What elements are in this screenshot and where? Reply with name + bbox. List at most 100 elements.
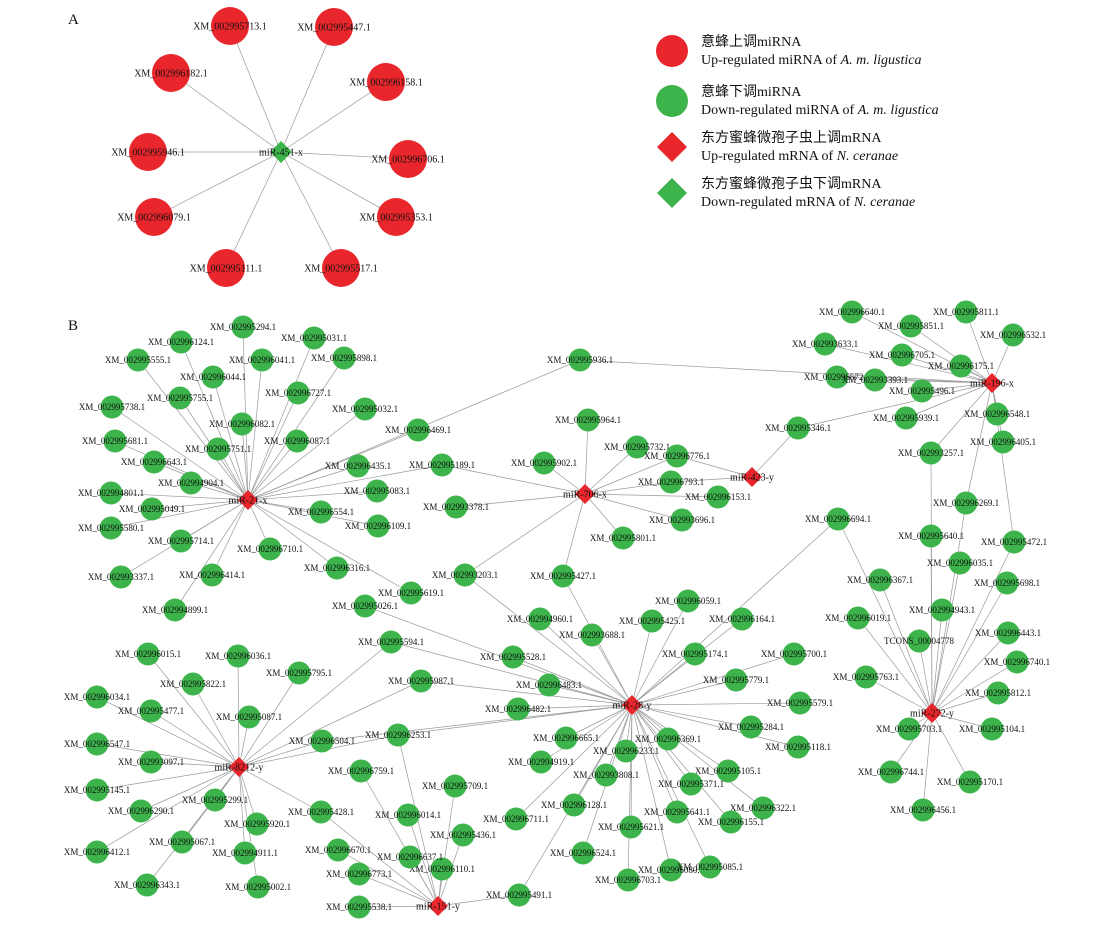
edge-mir-28-y-xm-002995700-1 [631,653,795,706]
gene-node-xm-002996414-1: XM_002996414.1 [179,563,245,587]
node-label: XM_002995118.1 [765,742,831,752]
edge-mir-21-x-xm-002996044-1 [212,376,249,501]
gene-node-xm-002993097-1: XM_002993097.1 [118,750,184,774]
gene-node-xm-002996019-1: XM_002996019.1 [825,606,891,630]
node-circle [126,348,150,372]
gene-node-xm-002995067-1: XM_002995067.1 [149,830,215,854]
node-circle [399,581,423,605]
node-circle [899,314,923,338]
node-circle [366,514,390,538]
node-circle [233,841,257,865]
node-circle [911,798,935,822]
gene-node-xm-002996034-1: XM_002996034.1 [64,685,130,709]
edge-mir-451-x-xm-002995517-1 [280,151,342,269]
node-circle [326,838,350,862]
mirna-node-mir-151-y: miR-151-y [416,896,460,916]
node-label: XM_002995284.1 [718,722,784,732]
node-circle [788,691,812,715]
gene-node-xm-002995755-1: XM_002995755.1 [147,386,213,410]
node-circle [616,868,640,892]
gene-node-xm-002996155-1: XM_002996155.1 [698,810,764,834]
gene-node-xm-002995428-1: XM_002995428.1 [288,800,354,824]
gene-node-xm-002996482-1: XM_002996482.1 [485,697,551,721]
legend-label-en: Down-regulated miRNA of A. m. ligustica [701,103,939,118]
edge-mir-272-y-xm-002994943-1 [931,609,943,714]
node-label: XM_002995987.1 [388,676,454,686]
node-label: XM_002996572.1 [804,372,870,382]
edge-mir-21-x-xm-002996435-1 [247,465,359,501]
node-label: XM_002993808.1 [573,770,639,780]
node-circle [879,760,903,784]
node-circle [840,300,864,324]
node-circle [958,770,982,794]
gene-node-xm-002996524-1: XM_002996524.1 [550,841,616,865]
node-circle [986,681,1010,705]
edge-mir-21-x-xm-002996041-1 [247,359,263,501]
node-label: XM_002995447.1 [297,23,371,34]
node-circle [181,672,205,696]
node-circle [315,8,353,46]
edge-mir-28-y-xm-002995987-1 [420,680,633,706]
gene-node-xm-002996776-1: XM_002996776.1 [644,444,710,468]
node-label: XM_002995031.1 [281,333,347,343]
node-circle [919,441,943,465]
gene-node-xm-002996532-1: XM_002996532.1 [980,323,1046,347]
edge-mir-272-y-xm-002996456-1 [922,712,933,811]
node-label: XM_002996035.1 [927,558,993,568]
gene-node-xm-002995031-1: XM_002995031.1 [281,326,347,350]
node-circle [451,823,475,847]
gene-node-xm-002995083-1: XM_002995083.1 [344,479,410,503]
legend-red-diamond-icon [657,132,687,162]
node-label: XM_002996703.1 [595,875,661,885]
node-circle [287,661,311,685]
node-circle [619,815,643,839]
node-circle [135,198,173,236]
gene-node-xm-002995779-1: XM_002995779.1 [703,668,769,692]
edge-mir-28-y-xm-002996322-1 [631,704,764,809]
node-circle [894,406,918,430]
node-circle [168,386,192,410]
edge-mir-706-x-xm-002995427-1 [562,493,586,577]
node-label: XM_002995946.1 [111,148,185,159]
gene-node-xm-002996637-1: XM_002996637.1 [377,845,443,869]
node-label: XM_002993337.1 [88,572,154,582]
node-circle [611,526,635,550]
gene-node-xm-002996316-1: XM_002996316.1 [304,556,370,580]
node-circle [389,140,427,178]
node-circle [211,7,249,45]
node-circle [207,249,245,287]
node-label: XM_002993097.1 [118,757,184,767]
node-label: XM_002995111.1 [190,264,263,275]
edge-mir-706-x-xm-002993696-1 [584,493,683,521]
node-label: XM_002995812.1 [965,688,1031,698]
node-label: XM_002996435.1 [325,461,391,471]
node-label: XM_002995755.1 [147,393,213,403]
legend-item-down-mrna: 东方蜜蜂微孢子虫下调mRNA Down-regulated mRNA of N.… [655,176,1075,216]
node-circle [325,556,349,580]
node-label: XM_002995795.1 [266,668,332,678]
edge-mir-21-x-xm-002995032-1 [247,408,366,501]
node-label: XM_002995538.1 [326,902,392,912]
node-circle [444,495,468,519]
node-label: XM_002993696.1 [649,515,715,525]
edge-mir-28-y-xm-002994960-1 [539,618,633,706]
edge-mir-272-y-xm-002995472-1 [931,541,1015,714]
gene-node-xm-002996290-1: XM_002996290.1 [108,799,174,823]
edge-mir-28-y-xm-002996665-1 [565,704,633,739]
edge-mir-8212-y-xm-002996412-1 [96,766,240,853]
node-circle [135,873,159,897]
node-label: miR-423-y [730,473,774,484]
edge-mir-272-y-xm-002995698-1 [931,582,1008,714]
node-circle [996,621,1020,645]
gene-node-xm-002995049-1: XM_002995049.1 [119,497,185,521]
node-label: XM_002996727.1 [265,388,331,398]
edge-mir-451-x-xm-002996182-1 [170,72,282,153]
node-label: XM_002995428.1 [288,807,354,817]
mirna-node-mir-196-x: miR-196-x [970,373,1014,393]
edge-mir-28-y-xm-002995528-1 [512,656,633,706]
gene-node-xm-002996456-1: XM_002996456.1 [890,798,956,822]
gene-node-xm-002995284-1: XM_002995284.1 [718,715,784,739]
node-label: XM_002995811.1 [933,307,999,317]
gene-node-xm-002995353-1: XM_002995353.1 [359,198,433,236]
node-label: XM_002996109.1 [345,521,411,531]
